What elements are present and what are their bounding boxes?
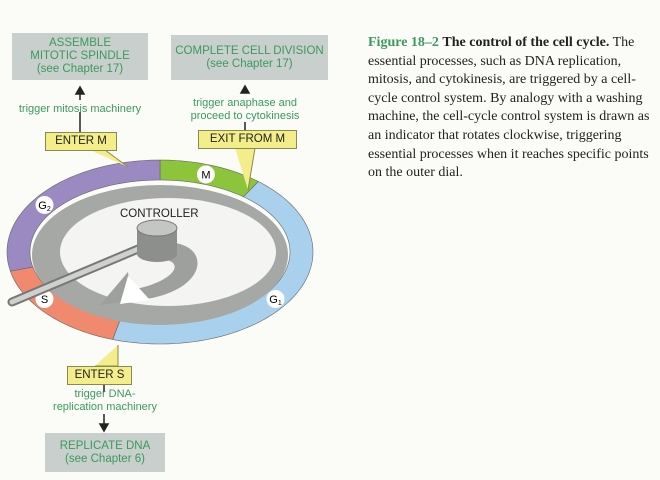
trigger-anaphase-label: trigger anaphase and proceed to cytokine… <box>180 97 310 123</box>
box-text: MITOTIC SPINDLE <box>30 50 130 62</box>
box-text: (see Chapter 6) <box>65 452 145 465</box>
complete-division-box: COMPLETE CELL DIVISION (see Chapter 17) <box>171 35 328 80</box>
caption-body: The essential processes, such as DNA rep… <box>368 35 650 181</box>
trigger-mitosis-label: trigger mitosis machinery <box>18 103 142 115</box>
exit-m-tag: EXIT FROM M <box>198 130 297 149</box>
box-text: COMPLETE CELL DIVISION <box>175 44 324 57</box>
trigger-dna-label: trigger DNA- replication machinery <box>45 388 165 414</box>
phase-label-badge <box>196 165 215 184</box>
figure-number: Figure 18–2 <box>368 35 439 50</box>
enter-s-pointer <box>95 345 119 367</box>
phase-segment-g2 <box>6 159 161 272</box>
enter-m-pointer <box>90 149 129 168</box>
label-line: proceed to cytokinesis <box>190 110 300 122</box>
phase-label-m: M <box>201 169 210 181</box>
caption-title: The control of the cell cycle. <box>442 35 610 50</box>
figure-caption: Figure 18–2 The control of the cell cycl… <box>368 34 658 183</box>
assemble-spindle-box: ASSEMBLE MITOTIC SPINDLE (see Chapter 17… <box>12 33 148 80</box>
phase-label-badge <box>266 290 285 309</box>
label-line: trigger anaphase and <box>193 97 297 109</box>
label-line: trigger DNA- <box>74 388 136 400</box>
box-text: REPLICATE DNA <box>59 439 151 452</box>
enter-m-tag: ENTER M <box>45 132 117 151</box>
replicate-dna-box: REPLICATE DNA (see Chapter 6) <box>45 433 165 472</box>
phase-label-badge <box>35 195 54 214</box>
controller-label: CONTROLLER <box>120 208 199 220</box>
box-text: (see Chapter 17) <box>206 57 293 70</box>
phase-label-s: S <box>41 294 48 306</box>
arrow-head <box>120 276 150 304</box>
controller-knob <box>136 219 178 237</box>
box-text: (see Chapter 17) <box>36 63 124 75</box>
box-text: ASSEMBLE <box>49 37 111 49</box>
label-line: replication machinery <box>53 401 157 413</box>
enter-s-tag: ENTER S <box>67 366 132 385</box>
